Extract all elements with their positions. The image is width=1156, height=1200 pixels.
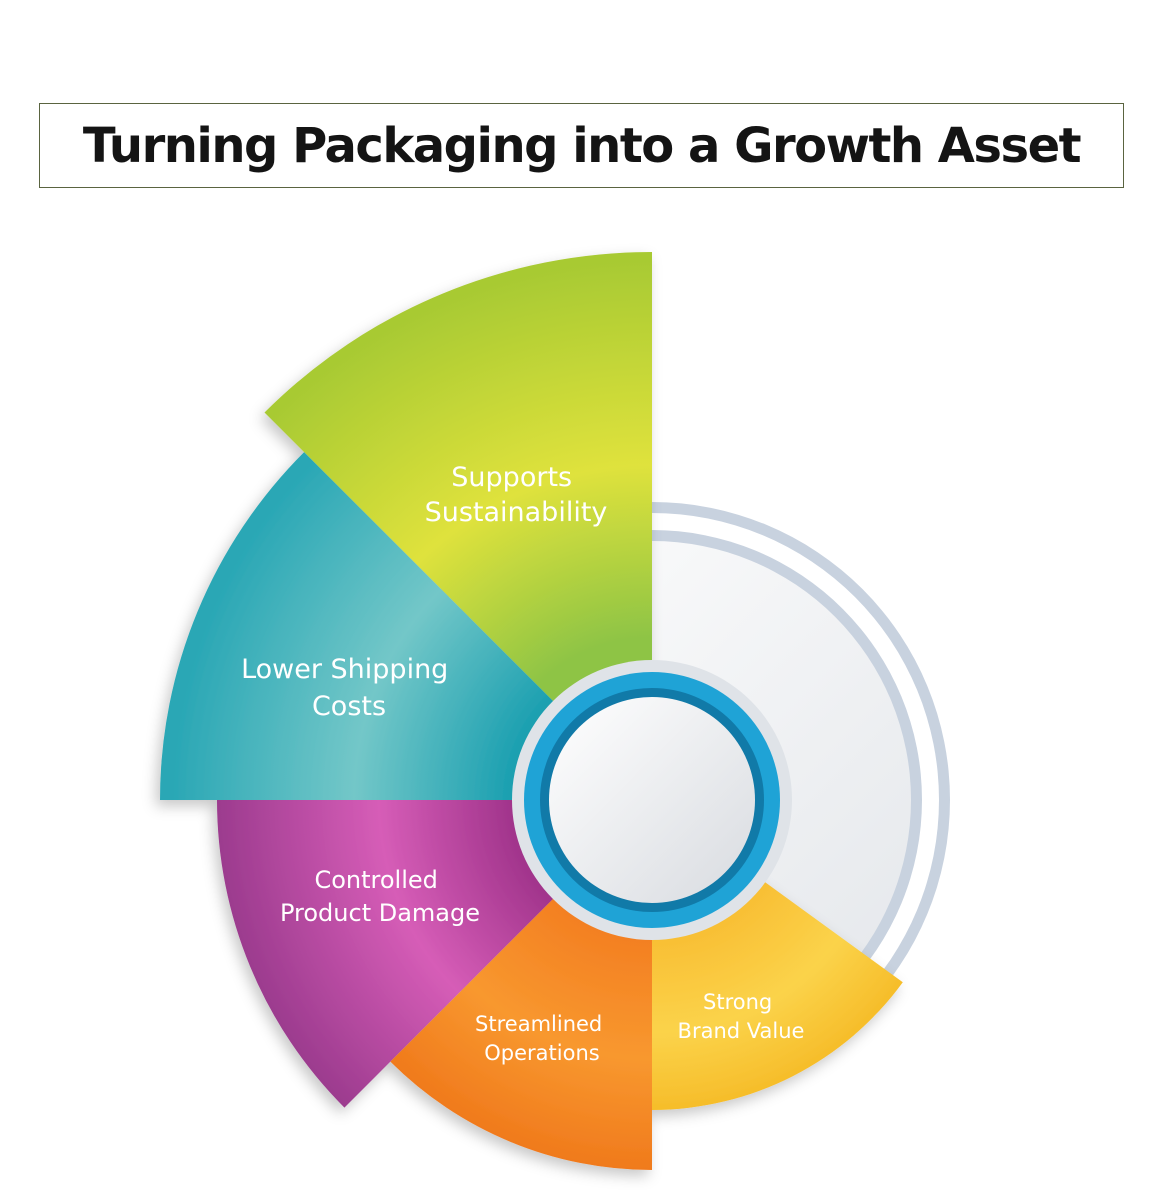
segment-controlled-product-damage bbox=[217, 800, 582, 1108]
segment-labels: Supports Sustainability Lower Shipping C… bbox=[241, 462, 804, 1065]
page-title: Turning Packaging into a Growth Asset bbox=[82, 117, 1082, 174]
label-controlled-product-damage: Controlled Product Damage bbox=[280, 866, 480, 927]
hub-center-disc bbox=[549, 697, 755, 903]
label-lower-shipping-costs: Lower Shipping Costs bbox=[241, 654, 457, 722]
label-strong-brand-value: Strong Brand Value bbox=[678, 990, 805, 1043]
segments-group bbox=[159, 252, 903, 1170]
title-box: Turning Packaging into a Growth Asset bbox=[39, 103, 1124, 188]
segment-lower-shipping-costs bbox=[159, 452, 582, 800]
label-streamlined-operations: Streamlined Operations bbox=[475, 1012, 609, 1065]
segment-streamlined-operations bbox=[390, 870, 652, 1170]
segment-supports-sustainability bbox=[264, 252, 652, 730]
label-supports-sustainability: Supports Sustainability bbox=[425, 462, 608, 528]
